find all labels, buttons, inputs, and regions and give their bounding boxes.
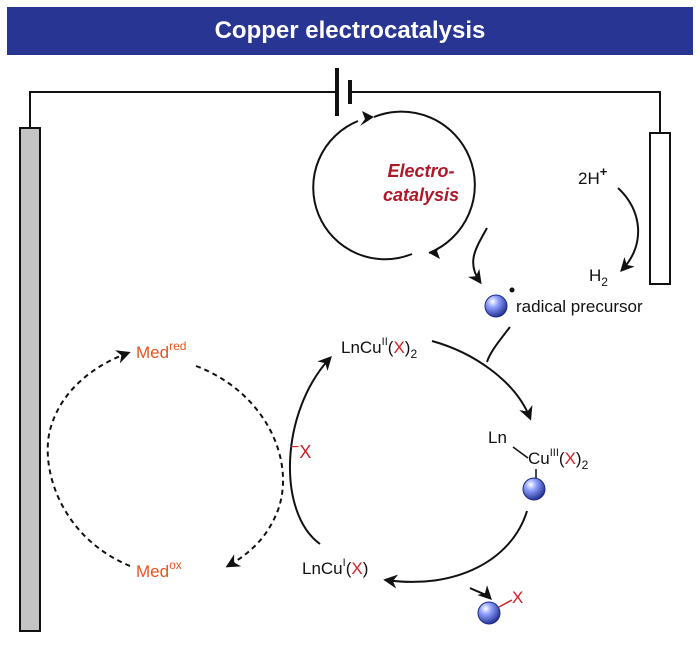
- page-title: Copper electrocatalysis: [214, 17, 486, 44]
- radical-precursor-label: radical precursor: [516, 297, 643, 316]
- cu3-radical-sphere-icon: [522, 477, 546, 501]
- cu1-complex-label: LnCuI(X): [302, 557, 368, 578]
- product-sphere-icon: [477, 601, 501, 625]
- cu3-ln-bond: [512, 446, 529, 459]
- radical-entry-arrow: [486, 326, 511, 363]
- battery-icon: [335, 68, 352, 116]
- proton-label: 2H+: [578, 164, 608, 188]
- product-x-label: X: [512, 588, 523, 607]
- anion-label: −X: [290, 439, 311, 462]
- radical-generation-arrow: [467, 227, 488, 285]
- product-release-arrow: [469, 585, 492, 600]
- product-bond: [498, 599, 513, 608]
- radical-sphere-icon: [484, 294, 508, 318]
- title-banner: Copper electrocatalysis: [7, 7, 693, 55]
- cu2-to-cu3-arrow: [431, 340, 533, 421]
- cathode-electrode: [649, 132, 671, 285]
- electrocatalysis-label-line2: catalysis: [383, 185, 459, 205]
- hydrogen-evolution-arrow: [617, 187, 640, 273]
- cu1-to-cu2-arc: [289, 355, 332, 545]
- mediator-cycle-right: [195, 365, 285, 568]
- cu2-complex-label: LnCuII(X)2: [341, 336, 417, 361]
- cycle-arrowhead-top: [360, 111, 374, 126]
- cycle-arrowhead-bottom: [429, 245, 442, 259]
- anode-electrode: [19, 127, 41, 632]
- electrocatalysis-label-line1: Electro-: [387, 161, 454, 181]
- cu3-complex-label: CuIII(X)2: [528, 447, 589, 472]
- reductive-elimination-arc: [383, 510, 528, 589]
- mediator-reduced-label: Medred: [136, 339, 186, 362]
- circuit-wire: [29, 91, 661, 133]
- electrocatalysis-cycle-arc: [312, 120, 413, 261]
- mediator-oxidized-label: Medox: [136, 558, 182, 581]
- cu3-ligand-label: Ln: [488, 428, 507, 447]
- electrocatalysis-cycle-arc-2: [373, 110, 476, 254]
- radical-dot-icon: [509, 287, 515, 293]
- hydrogen-label: H2: [589, 266, 608, 289]
- mediator-cycle-left: [46, 350, 131, 567]
